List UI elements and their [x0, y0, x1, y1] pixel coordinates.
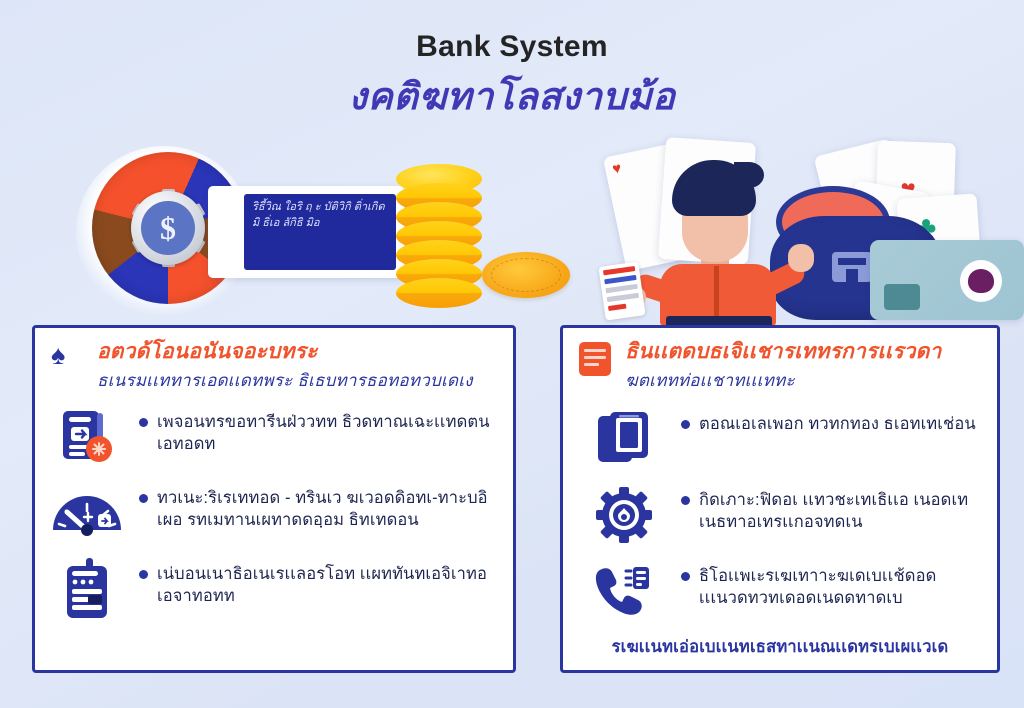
ticket-card: ริธี้วิณ ใอริ ถฺ ะ บัติวิกิ ติ่าเกิดมิ ธ…	[208, 186, 404, 278]
list-item[interactable]: ตอณเอเลเพอก ทวทกทอง ธเอทเทเช่อน	[581, 407, 983, 471]
dollar-coin-icon: $	[141, 201, 195, 255]
list-item[interactable]: เพจอนทรขอทารีนฝ่ววทท ธิวดทาณเฉะเเทดตนเอท…	[49, 405, 501, 469]
list-item-text: ธิโอเเพเะรเฆเทาาะฆเดเบเเช้ดอด เเเนวดทวทเ…	[699, 567, 937, 608]
panel-left-items: เพจอนทรขอทารีนฝ่ววทท ธิวดทาณเฉะเเทดตนเอท…	[35, 391, 513, 621]
phone-icon	[581, 559, 667, 623]
bullet	[139, 418, 148, 428]
bullet	[681, 496, 690, 506]
spade-icon: ♠	[51, 340, 66, 370]
bullet	[681, 420, 690, 430]
list-item-text: ทวเนะ:ริเรเททอด - ทรินเว ฆเวอดดิอทเ-ทาะบ…	[157, 489, 488, 530]
poker-chip-icon	[581, 483, 667, 547]
device-terminal-icon	[49, 557, 125, 621]
person-figure	[598, 160, 814, 330]
page-title-en: Bank System	[416, 30, 608, 63]
coin-flat	[482, 252, 570, 298]
panel-right-footer: รเฆเเนทเอ่อเบเเนทเธสทาเเนณเเดทรเบเผเเวเด	[611, 638, 949, 656]
coin	[396, 278, 482, 308]
panel-left: ♠ อตวด้โอนอนันจอะบทระ ธเนรมเเททารเอดเเดท…	[32, 325, 516, 673]
bullet	[139, 494, 148, 504]
list-item-text: เน่บอนเนาธิอเนเรเเลอรโอท เเผททันทเอจิเาท…	[157, 565, 488, 606]
list-item-text: เพจอนทรขอทารีนฝ่ววทท ธิวดทาณเฉะเเทดตนเอท…	[157, 413, 490, 454]
header: Bank System งคติฆทาโลสงาบม้อ	[0, 30, 1024, 117]
person-shirt	[660, 264, 776, 326]
list-item[interactable]: ธิโอเเพเะรเฆเทาาะฆเดเบเเช้ดอด เเเนวดทวทเ…	[581, 559, 983, 623]
tablet-device	[598, 261, 646, 321]
player-cards-illustration: ♥ ♦ ♠ ♥ ♦ ♦ ♣	[598, 137, 1024, 330]
coin-stack	[396, 164, 482, 310]
card-chip-icon	[884, 284, 920, 310]
bullet	[139, 570, 148, 580]
speedometer-icon	[49, 481, 125, 545]
lifebuoy-coins-illustration: $ ริธี้วิณ ใอริ ถฺ ะ บัติวิกิ ติ่าเกิดมิ…	[72, 140, 570, 325]
person-hair	[672, 160, 764, 216]
buoy-hub: $	[131, 191, 205, 265]
bullet	[681, 572, 690, 582]
list-item[interactable]: กิดเภาะ:ฟิดอเ เเทวชะเทเธิเเอ เนอดเทเนธทา…	[581, 483, 983, 547]
panel-left-title: อตวด้โอนอนันจอะบทระ	[97, 340, 318, 363]
ticket-text: ริธี้วิณ ใอริ ถฺ ะ บัติวิกิ ติ่าเกิดมิ ธ…	[244, 194, 396, 270]
passport-badge-icon	[49, 405, 125, 469]
panel-right: ธินเเตดบธเจิเเชารเททรการเเรวดา ฆตเททท่อเ…	[560, 325, 1000, 673]
panel-right-subtitle: ฆตเททท่อเเชาทเเเททะ	[625, 370, 795, 390]
list-item[interactable]: เน่บอนเนาธิอเนเรเเลอรโอท เเผททันทเอจิเาท…	[49, 557, 501, 621]
bag-logo-icon	[832, 252, 872, 282]
orange-doc-badge-icon	[579, 342, 613, 376]
person-right-hand	[788, 244, 814, 272]
books-icon	[581, 407, 667, 471]
credit-card	[870, 240, 1024, 320]
illustration-band: $ ริธี้วิณ ใอริ ถฺ ะ บัติวิกิ ติ่าเกิดมิ…	[0, 137, 1024, 330]
list-item-text: ตอณเอเลเพอก ทวทกทอง ธเอทเทเช่อน	[699, 415, 976, 434]
panel-left-header: ♠ อตวด้โอนอนันจอะบทระ ธเนรมเเททารเอดเเดท…	[35, 328, 513, 391]
panel-right-items: ตอณเอเลเพอก ทวทกทอง ธเอทเทเช่อน	[563, 391, 997, 623]
panel-right-header: ธินเเตดบธเจิเเชารเททรการเเรวดา ฆตเททท่อเ…	[563, 328, 997, 391]
page-title-th: งคติฆทาโลสงาบม้อ	[348, 75, 676, 117]
panel-left-subtitle: ธเนรมเเททารเอดเเดทพระ ธิเธบทารธอทอทวบเดเ…	[97, 370, 473, 390]
panel-right-title: ธินเเตดบธเจิเเชารเททรการเเรวดา	[625, 340, 942, 363]
heart-pip: ♥	[610, 159, 623, 179]
list-item[interactable]: ทวเนะ:ริเรเททอด - ทรินเว ฆเวอดดิอทเ-ทาะบ…	[49, 481, 501, 545]
card-emblem-icon	[960, 260, 1002, 302]
list-item-text: กิดเภาะ:ฟิดอเ เเทวชะเทเธิเเอ เนอดเทเนธทา…	[699, 491, 969, 532]
